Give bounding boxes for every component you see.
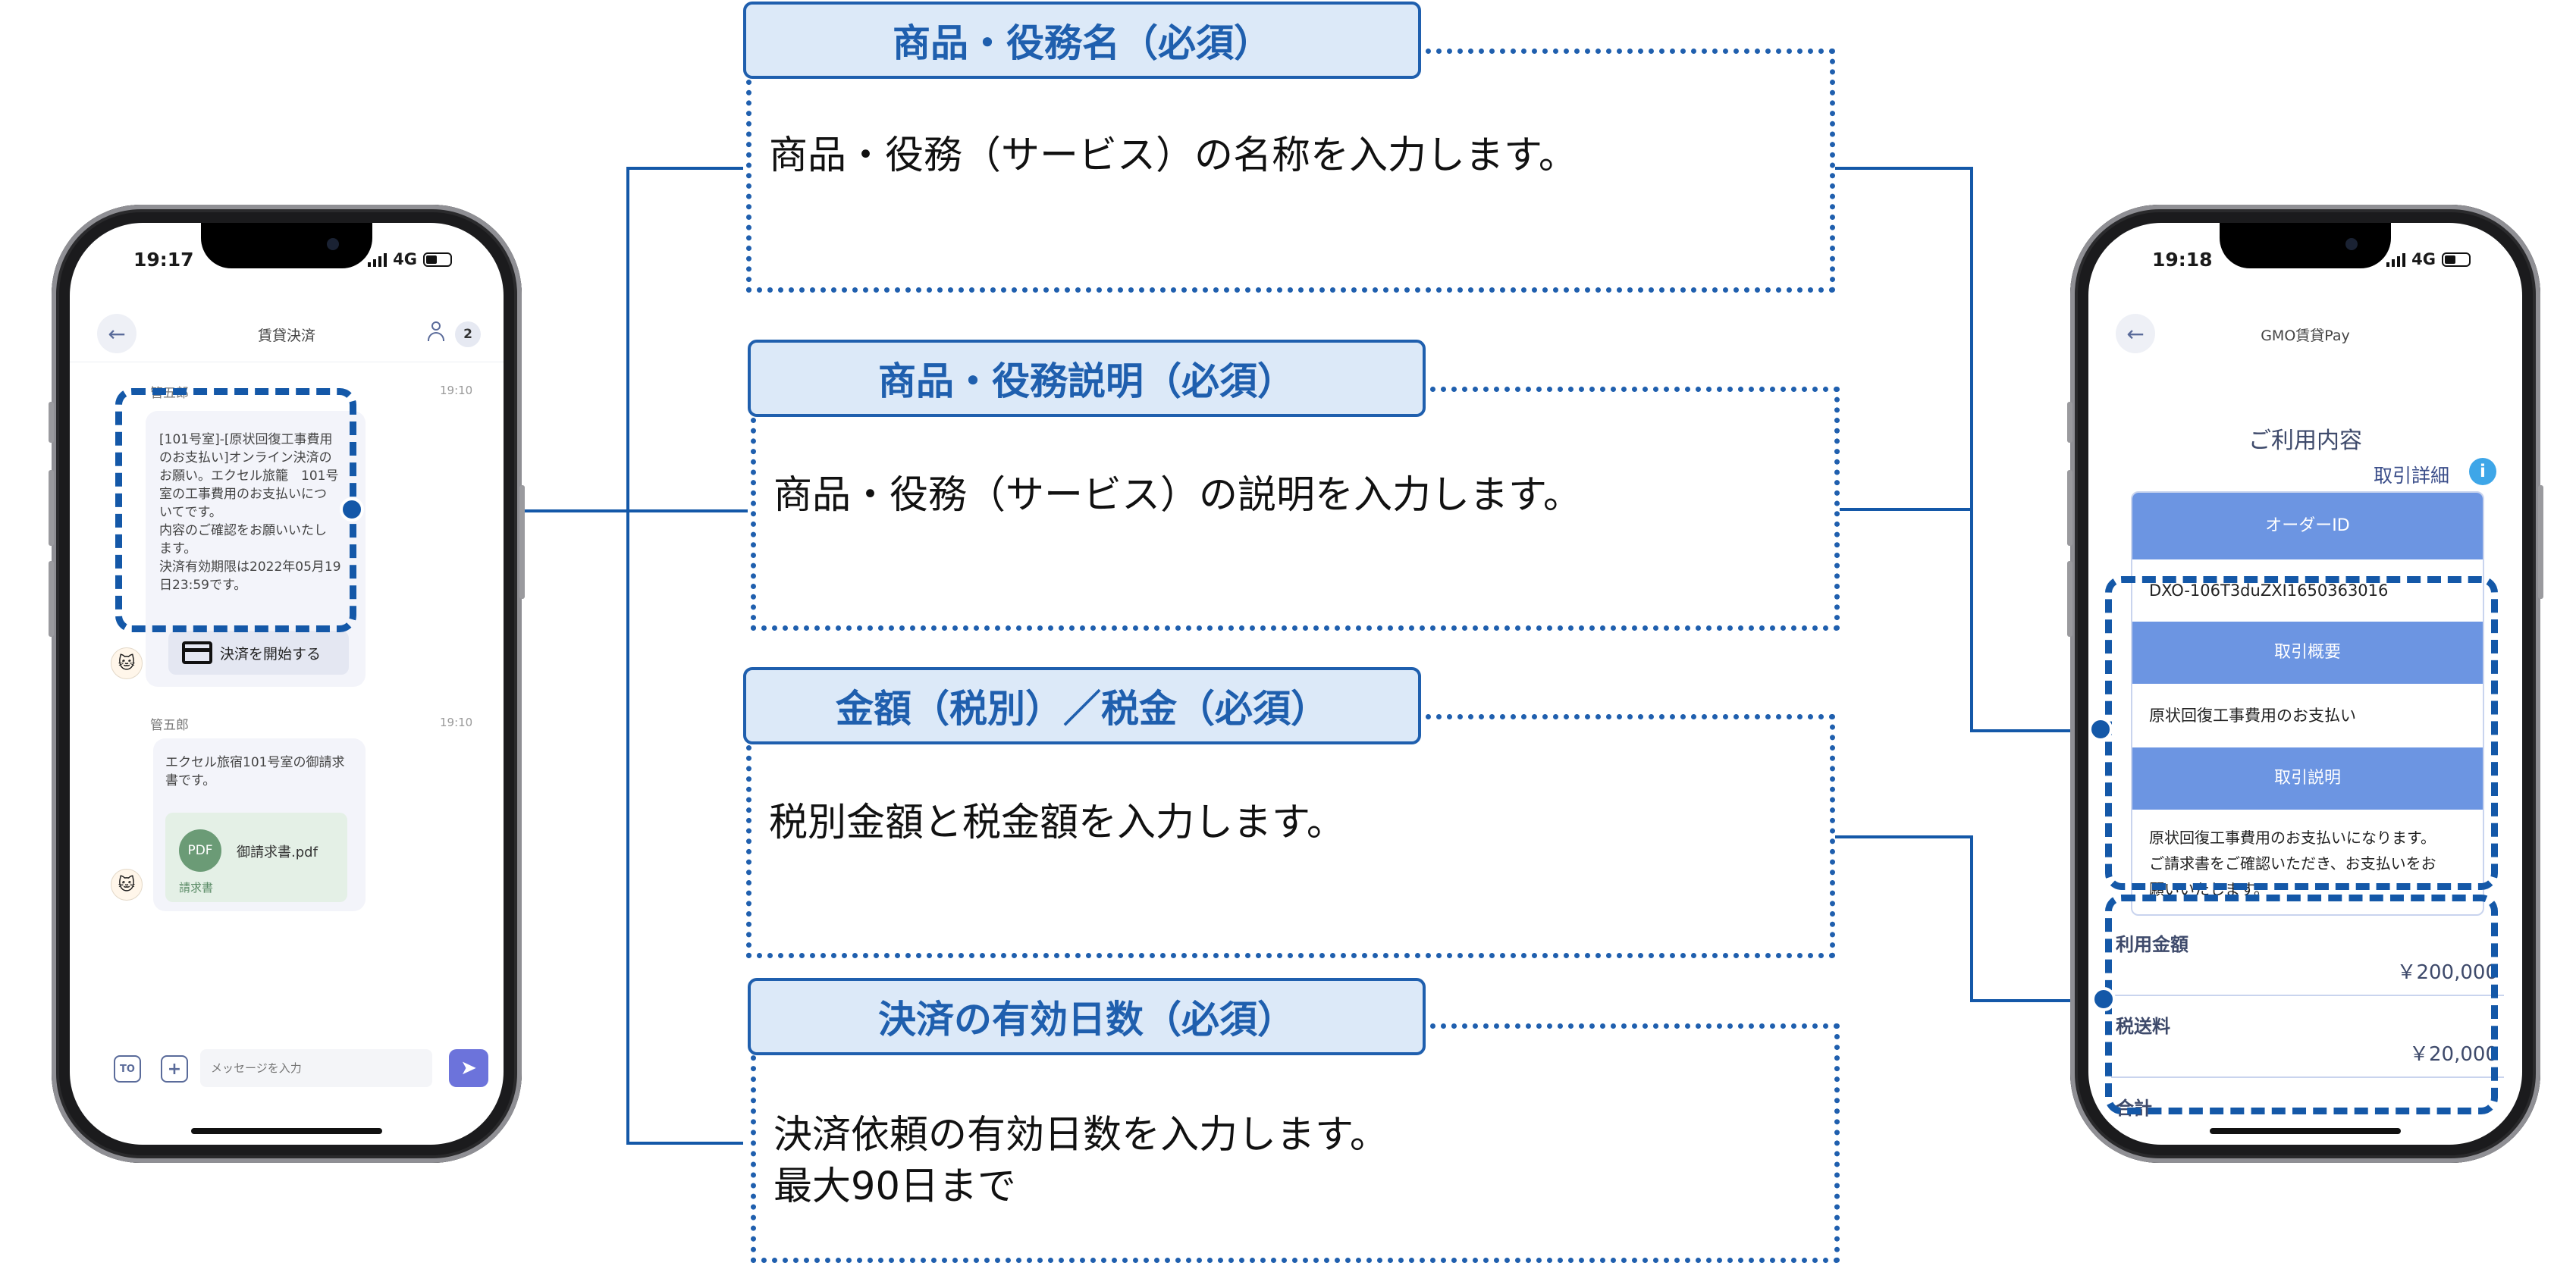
message-composer: TO + ➤ (70, 1039, 504, 1102)
tax-amount-value: ￥20,000 (2409, 1043, 2498, 1066)
arrow-left-icon: ← (2126, 321, 2145, 346)
network-label: 4G (393, 250, 417, 268)
message-line: 日23:59です。 (159, 578, 247, 593)
chat-header: ← 賃貸決済 2 (70, 296, 504, 362)
summary-value: 原状回復工事費用のお支払い (2149, 707, 2356, 725)
sender-avatar: 🐱 (111, 647, 143, 679)
pdf-attachment[interactable]: PDF 御請求書.pdf 請求書 (165, 813, 347, 902)
annotation-label: 商品・役務説明（必須） (748, 340, 1426, 417)
app-title: GMO賃貸Pay (2261, 327, 2350, 344)
message-line: お願い。エクセル旅籠 101号 (159, 468, 339, 484)
description-line: 原状回復工事費用のお支払いになります。 (2149, 829, 2436, 847)
divider (2111, 1076, 2504, 1078)
annotation-text: 商品・役務（サービス）の名称を入力します。 (769, 133, 1577, 178)
notch (2220, 223, 2391, 268)
connector-dot (2088, 717, 2113, 741)
status-time: 19:18 (2152, 249, 2213, 271)
phone-side-button (519, 485, 525, 599)
start-payment-button[interactable]: 決済を開始する (168, 631, 349, 675)
message-line: [101号室]-[原状回復工事費用 (159, 432, 333, 447)
status-time: 19:17 (133, 249, 194, 271)
annotation-text: 商品・役務（サービス）の説明を入力します。 (773, 473, 1582, 518)
highlight-amounts (2105, 895, 2498, 1114)
notch (201, 223, 372, 268)
status-bar: 19:17 4G (70, 249, 504, 279)
back-button[interactable]: ← (97, 314, 136, 353)
to-button[interactable]: TO (114, 1055, 141, 1083)
start-payment-label: 決済を開始する (220, 645, 322, 663)
message-time: 19:10 (440, 384, 473, 397)
info-icon[interactable]: i (2469, 458, 2496, 485)
file-name: 御請求書.pdf (237, 845, 318, 860)
phone-side-button (2538, 485, 2543, 599)
highlight-payment-message (115, 388, 356, 632)
add-button[interactable]: + (161, 1055, 188, 1083)
camera (2345, 238, 2358, 250)
message-sender: 管五郎 (150, 718, 189, 733)
chat-title: 賃貸決済 (257, 327, 315, 344)
send-button[interactable]: ➤ (449, 1049, 488, 1087)
connector-dot (2091, 987, 2116, 1011)
phone-side-button (2067, 402, 2072, 443)
status-indicators: 4G (368, 250, 452, 268)
divider (2111, 995, 2504, 996)
order-id-header: オーダーID (2132, 493, 2483, 559)
annotation-label: 決済の有効日数（必須） (748, 978, 1426, 1055)
message-line: のお支払い]オンライン決済の (159, 450, 332, 465)
message-line: 内容のご確認をお願いいたし (159, 523, 327, 538)
credit-card-icon (182, 641, 212, 664)
left-phone: 19:17 4G ← 賃貸決済 2 管五郎 19:10 [101号室]-[原状回… (49, 205, 525, 1163)
summary-header: 取引概要 (2132, 622, 2483, 684)
status-bar: 19:18 4G (2088, 249, 2522, 279)
phone-side-button (49, 561, 54, 637)
message-line: 室の工事費用のお支払いにつ (159, 487, 327, 502)
annotation-text: 最大90日まで (773, 1164, 1016, 1209)
home-indicator (2210, 1128, 2401, 1134)
connector-dot (340, 497, 364, 522)
signal-icon (2386, 252, 2406, 267)
home-indicator (191, 1128, 382, 1134)
members-icon[interactable] (426, 321, 446, 343)
sender-avatar: 🐱 (111, 869, 143, 901)
message-line: ます。 (159, 541, 197, 556)
battery-icon (2442, 252, 2471, 267)
member-count-badge: 2 (455, 321, 481, 347)
annotation-text: 税別金額と税金額を入力します。 (769, 801, 1345, 845)
annotation-text: 決済依頼の有効日数を入力します。 (773, 1113, 1388, 1158)
highlight-transaction-summary (2105, 576, 2498, 890)
order-id-value: DXO-106T3duZXI1650363016 (2149, 581, 2389, 600)
message-input[interactable] (200, 1049, 432, 1087)
file-tag: 請求書 (179, 881, 214, 895)
pdf-icon: PDF (179, 829, 221, 872)
message-line: 決済有効期限は2022年05月19 (159, 559, 341, 575)
app-header: ← GMO賃貸Pay (2088, 296, 2522, 362)
send-icon: ➤ (460, 1057, 477, 1080)
message-line: 書です。 (165, 773, 216, 788)
message-line: エクセル旅宿101号室の御請求 (165, 755, 345, 770)
left-phone-screen: 19:17 4G ← 賃貸決済 2 管五郎 19:10 [101号室]-[原状回… (70, 223, 504, 1145)
phone-side-button (49, 402, 54, 443)
back-button[interactable]: ← (2116, 314, 2155, 353)
transaction-detail-link[interactable]: 取引詳細 (2373, 465, 2449, 487)
description-line: ご請求書をご確認いただき、お支払いをお (2149, 854, 2436, 873)
network-label: 4G (2411, 250, 2436, 268)
phone-side-button (2067, 470, 2072, 546)
phone-side-button (49, 470, 54, 546)
status-indicators: 4G (2386, 250, 2471, 268)
phone-side-button (2067, 561, 2072, 637)
arrow-left-icon: ← (108, 321, 126, 346)
annotation-label: 金額（税別）／税金（必須） (743, 667, 1421, 744)
annotation-label: 商品・役務名（必須） (743, 2, 1421, 79)
tax-label: 税送料 (2116, 1016, 2170, 1037)
signal-icon (368, 252, 387, 267)
description-header: 取引説明 (2132, 747, 2483, 810)
usage-amount-value: ￥200,000 (2396, 961, 2498, 984)
right-phone: 19:18 4G ← GMO賃貸Pay ご利用内容 取引詳細 i オーダーID … (2067, 205, 2543, 1163)
camera (327, 238, 339, 250)
battery-icon (423, 252, 452, 267)
usage-amount-label: 利用金額 (2116, 934, 2189, 955)
message-line: いてです。 (159, 505, 222, 520)
message-time: 19:10 (440, 716, 473, 729)
page-title: ご利用内容 (2248, 428, 2362, 454)
